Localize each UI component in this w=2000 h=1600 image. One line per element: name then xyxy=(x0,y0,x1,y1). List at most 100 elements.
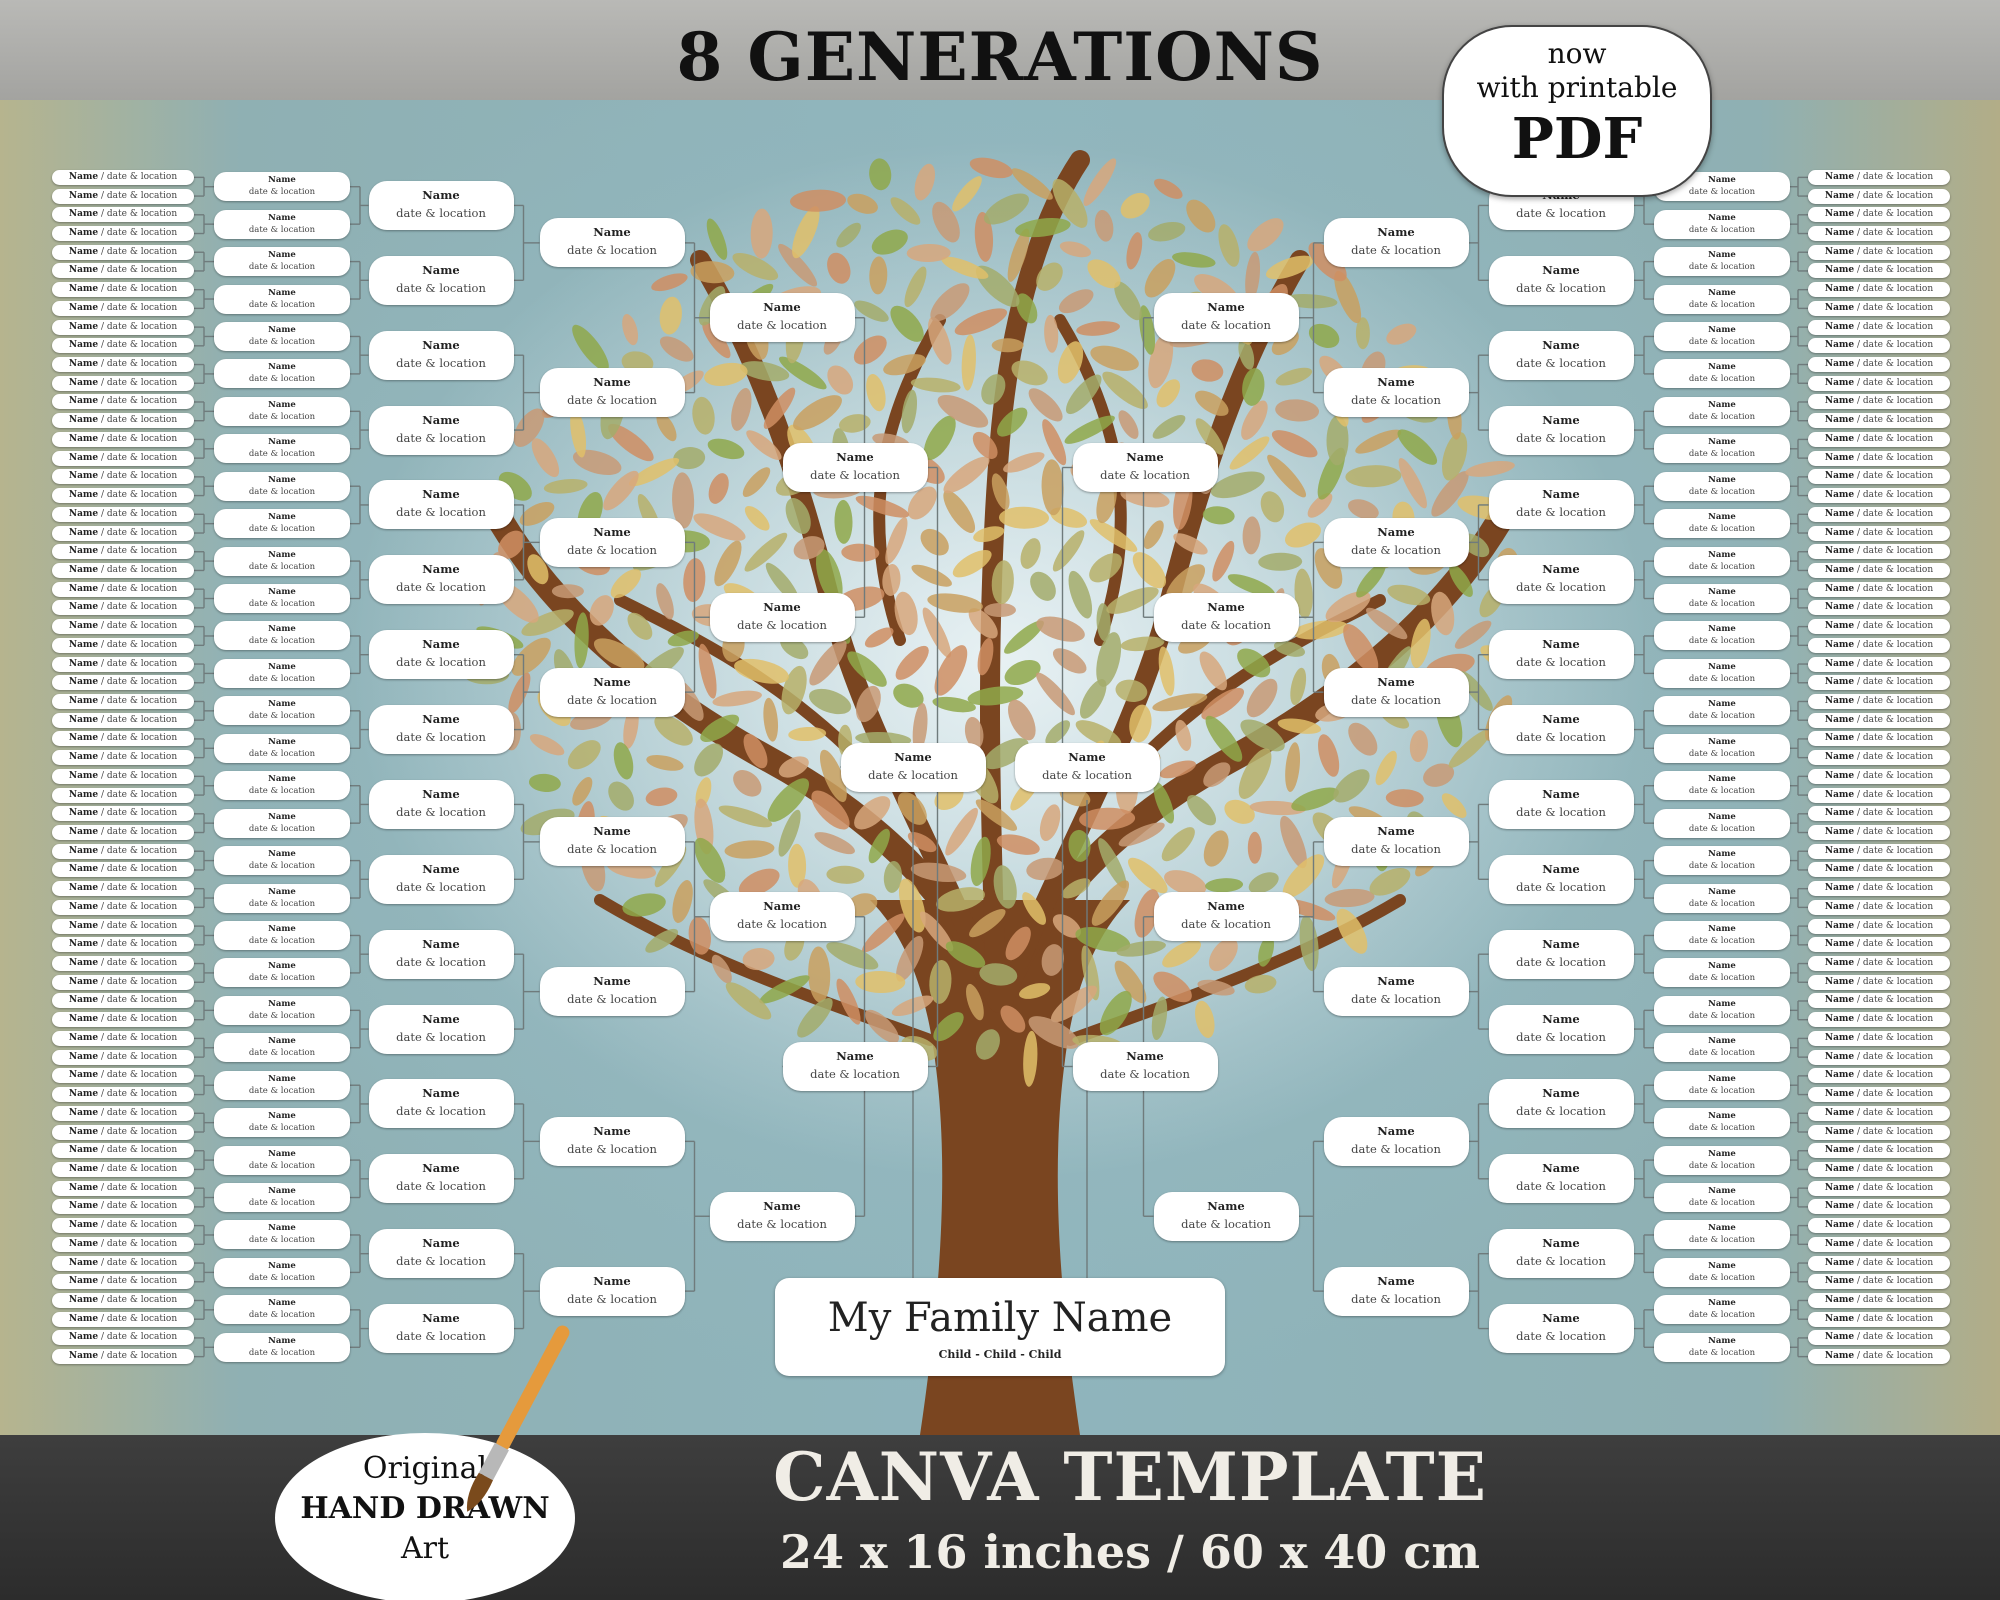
left-ancestor-g8[interactable]: Name / date & location xyxy=(52,431,194,447)
right-ancestor-g8[interactable]: Name / date & location xyxy=(1808,843,1950,859)
left-ancestor-g8[interactable]: Name / date & location xyxy=(52,1049,194,1065)
right-ancestor-g8[interactable]: Name / date & location xyxy=(1808,1105,1950,1121)
left-ancestor-g8[interactable]: Name / date & location xyxy=(52,282,194,298)
right-ancestor-g8[interactable]: Name / date & location xyxy=(1808,675,1950,691)
right-ancestor-g8[interactable]: Name / date & location xyxy=(1808,1218,1950,1234)
left-ancestor-g8[interactable]: Name / date & location xyxy=(52,619,194,635)
left-ancestor-g8[interactable]: Name / date & location xyxy=(52,899,194,915)
right-ancestor-g8[interactable]: Name / date & location xyxy=(1808,825,1950,841)
left-ancestor-g8[interactable]: Name / date & location xyxy=(52,693,194,709)
right-ancestor-g8[interactable]: Name / date & location xyxy=(1808,637,1950,653)
right-ancestor-g8[interactable]: Name / date & location xyxy=(1808,1274,1950,1290)
left-ancestor-g8[interactable]: Name / date & location xyxy=(52,469,194,485)
right-ancestor-g8[interactable]: Name / date & location xyxy=(1808,506,1950,522)
left-ancestor-g8[interactable]: Name / date & location xyxy=(52,1330,194,1346)
right-ancestor-g8[interactable]: Name / date & location xyxy=(1808,693,1950,709)
right-ancestor-g8[interactable]: Name / date & location xyxy=(1808,300,1950,316)
left-ancestor-g8[interactable]: Name / date & location xyxy=(52,394,194,410)
left-ancestor-g8[interactable]: Name / date & location xyxy=(52,450,194,466)
right-ancestor-g8[interactable]: Name / date & location xyxy=(1808,544,1950,560)
left-ancestor-g8[interactable]: Name / date & location xyxy=(52,1161,194,1177)
left-ancestor-g8[interactable]: Name / date & location xyxy=(52,544,194,560)
right-ancestor-g8[interactable]: Name / date & location xyxy=(1808,656,1950,672)
left-ancestor-g8[interactable]: Name / date & location xyxy=(52,413,194,429)
right-ancestor-g8[interactable]: Name / date & location xyxy=(1808,1087,1950,1103)
left-ancestor-g8[interactable]: Name / date & location xyxy=(52,226,194,242)
left-ancestor-g8[interactable]: Name / date & location xyxy=(52,488,194,504)
right-ancestor-g8[interactable]: Name / date & location xyxy=(1808,918,1950,934)
right-ancestor-g8[interactable]: Name / date & location xyxy=(1808,169,1950,185)
left-ancestor-g8[interactable]: Name / date & location xyxy=(52,244,194,260)
right-ancestor-g8[interactable]: Name / date & location xyxy=(1808,488,1950,504)
left-ancestor-g8[interactable]: Name / date & location xyxy=(52,375,194,391)
right-ancestor-g8[interactable]: Name / date & location xyxy=(1808,1030,1950,1046)
right-ancestor-g8[interactable]: Name / date & location xyxy=(1808,282,1950,298)
left-ancestor-g8[interactable]: Name / date & location xyxy=(52,1311,194,1327)
left-ancestor-g8[interactable]: Name / date & location xyxy=(52,1292,194,1308)
right-ancestor-g8[interactable]: Name / date & location xyxy=(1808,1180,1950,1196)
right-ancestor-g8[interactable]: Name / date & location xyxy=(1808,731,1950,747)
left-ancestor-g8[interactable]: Name / date & location xyxy=(52,600,194,616)
right-ancestor-g8[interactable]: Name / date & location xyxy=(1808,937,1950,953)
left-ancestor-g8[interactable]: Name / date & location xyxy=(52,1236,194,1252)
left-ancestor-g8[interactable]: Name / date & location xyxy=(52,862,194,878)
right-ancestor-g8[interactable]: Name / date & location xyxy=(1808,712,1950,728)
left-ancestor-g8[interactable]: Name / date & location xyxy=(52,731,194,747)
right-ancestor-g8[interactable]: Name / date & location xyxy=(1808,750,1950,766)
left-ancestor-g8[interactable]: Name / date & location xyxy=(52,712,194,728)
